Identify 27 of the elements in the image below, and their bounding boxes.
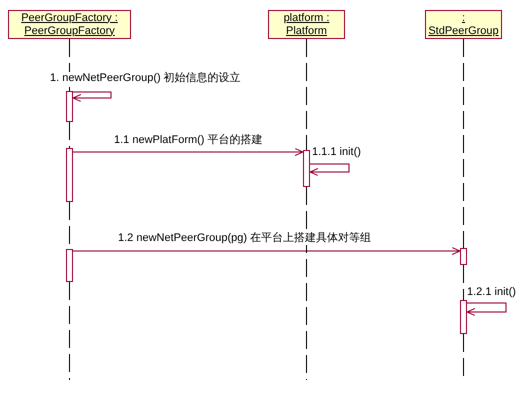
lifeline xyxy=(306,38,307,150)
activation-bar xyxy=(66,91,73,122)
object-name: PeerGroupFactory : PeerGroupFactory xyxy=(20,12,119,38)
self-message-arrow xyxy=(466,302,506,316)
activation-bar xyxy=(66,249,73,282)
lifeline xyxy=(306,186,307,380)
activation-bar xyxy=(460,300,467,334)
activation-bar xyxy=(460,248,467,265)
self-message-arrow xyxy=(310,164,350,176)
lifeline xyxy=(69,122,70,148)
lifeline xyxy=(69,282,70,380)
self-message-arrow xyxy=(72,92,112,102)
message-arrow xyxy=(72,148,304,156)
message-label: 1.1.1 init() xyxy=(311,146,362,159)
lifeline xyxy=(463,264,464,300)
lifeline xyxy=(463,38,464,248)
object-name: platform : Platform xyxy=(282,12,330,38)
message-label: 1.2 newNetPeerGroup(pg) 在平台上搭建具体对等组 xyxy=(117,232,372,245)
activation-bar xyxy=(303,150,310,187)
object-name: : StdPeerGroup xyxy=(427,12,500,38)
activation-bar xyxy=(66,148,73,202)
message-arrow xyxy=(72,247,460,255)
object-box xyxy=(8,10,131,39)
message-label: 1.1 newPlatForm() 平台的搭建 xyxy=(113,134,264,147)
object-box xyxy=(268,10,345,39)
message-label: 1. newNetPeerGroup() 初始信息的设立 xyxy=(49,72,242,85)
message-label: 1.2.1 init() xyxy=(466,286,517,299)
